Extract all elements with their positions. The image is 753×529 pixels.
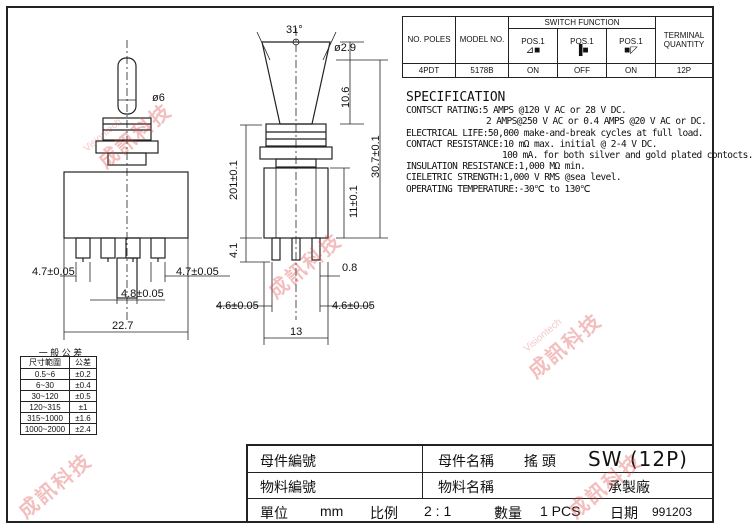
spec-line: CIELETRIC STRENGTH:1,000 V RMS @sea leve… (406, 172, 622, 184)
cell-pos2: OFF (556, 62, 607, 79)
value-part-name: 搖 頭 (524, 453, 556, 469)
dim-phi29: ø2.9 (334, 42, 357, 54)
dim-4-1: 4.1 (228, 242, 240, 258)
header-poles: NO. POLES (402, 16, 456, 64)
header-model: MODEL NO. (455, 16, 509, 64)
title-block: 母件編號 母件名稱 搖 頭 SW (12P) 物料編號 物料名稱 承製廠 單位 … (246, 444, 714, 523)
dim-4-6-right: 4.6±0.05 (332, 300, 375, 312)
value-scale: 2 : 1 (424, 503, 452, 519)
spec-line: CONTACT RESISTANCE:10 mΩ max. initial @ … (406, 138, 657, 150)
header-terminal: TERMINAL QUANTITY (655, 16, 713, 64)
value-date: 991203 (652, 505, 693, 519)
dim-30-7: 30.7±0.1 (370, 135, 382, 178)
value-model: SW (12P) (588, 447, 688, 471)
header-pos1: POS.1⊿■ (508, 28, 558, 64)
switch-function-table: NO. POLES MODEL NO. SWITCH FUNCTION TERM… (402, 15, 713, 79)
front-view (63, 40, 189, 340)
dim-11: 11±0.1 (348, 185, 360, 218)
dim-22-7: 22.7 (112, 320, 134, 332)
label-scale: 比例 (370, 505, 398, 521)
label-parent-no: 母件編號 (260, 453, 316, 469)
spec-line: ELECTRICAL LIFE:50,000 make-and-break cy… (406, 127, 704, 139)
body (63, 171, 189, 239)
dim-4-8: 4.8±0.05 (121, 288, 164, 300)
technical-drawing (60, 28, 388, 345)
dim-4-7-left: 4.7±0.05 (32, 266, 75, 278)
tolerance-header-tol: 公差 (69, 356, 97, 369)
label-parent-name: 母件名稱 (438, 453, 494, 469)
cell-poles: 4PDT (402, 62, 456, 79)
drawing-frame (6, 6, 714, 523)
cell-terminal: 12P (655, 62, 713, 79)
label-maker: 承製廠 (608, 479, 650, 495)
label-unit: 單位 (260, 505, 288, 521)
table-row: 30~120±0.5 (20, 390, 97, 402)
cell-model: 5178B (455, 62, 509, 79)
spec-title: SPECIFICATION (406, 90, 506, 105)
table-row: 315~1000±1.6 (20, 412, 97, 424)
specification-block: SPECIFICATION CONTSCT RATING:5 AMPS @120… (406, 90, 753, 195)
dim-20-1: 201±0.1 (228, 160, 240, 200)
side-view (216, 28, 388, 345)
dim-13: 13 (290, 326, 303, 338)
dim-0-8: 0.8 (342, 262, 358, 274)
table-row: 6~30±0.4 (20, 379, 97, 391)
table-row: 1000~2000±2.4 (20, 423, 97, 435)
label-material-name: 物料名稱 (438, 479, 494, 495)
spec-line: INSULATION RESISTANCE:1,000 MΩ min. (406, 161, 586, 173)
spec-line: CONTSCT RATING:5 AMPS @120 V AC or 28 V … (406, 105, 627, 117)
table-row: 120~315±1 (20, 401, 97, 413)
table-row: 0.5~6±0.2 (20, 368, 97, 380)
tolerance-table: 尺寸範圍 公差 0.5~6±0.2 6~30±0.4 30~120±0.5 12… (20, 356, 97, 435)
cell-pos1: ON (508, 62, 558, 79)
value-unit: mm (320, 503, 344, 519)
spec-line: 100 mA. for both silver and gold plated … (502, 150, 753, 162)
label-qty: 數量 (494, 505, 522, 521)
label-material-no: 物料編號 (260, 479, 316, 495)
dim-phi6: ø6 (152, 92, 165, 104)
spec-line: OPERATING TEMPERATURE:-30℃ to 130℃ (406, 183, 591, 195)
dim-4-6-left: 4.6±0.05 (216, 300, 259, 312)
tolerance-title: 一 般 公 差 (38, 348, 83, 358)
dim-angle: 31° (286, 24, 303, 36)
spec-line: 2 AMPS@250 V AC or 0.4 AMPS @20 V AC or … (486, 116, 707, 128)
header-switch-function: SWITCH FUNCTION (508, 15, 656, 30)
header-pos3: POS.1■◸ (605, 28, 657, 64)
tolerance-header-range: 尺寸範圍 (20, 356, 70, 369)
label-date: 日期 (610, 505, 638, 521)
header-pos2: POS.1▐■ (556, 28, 607, 64)
dim-10-6: 10.6 (340, 86, 352, 108)
cell-pos3: ON (605, 62, 657, 79)
dim-4-7-right: 4.7±0.05 (176, 266, 219, 278)
value-qty: 1 PCS (540, 503, 581, 519)
